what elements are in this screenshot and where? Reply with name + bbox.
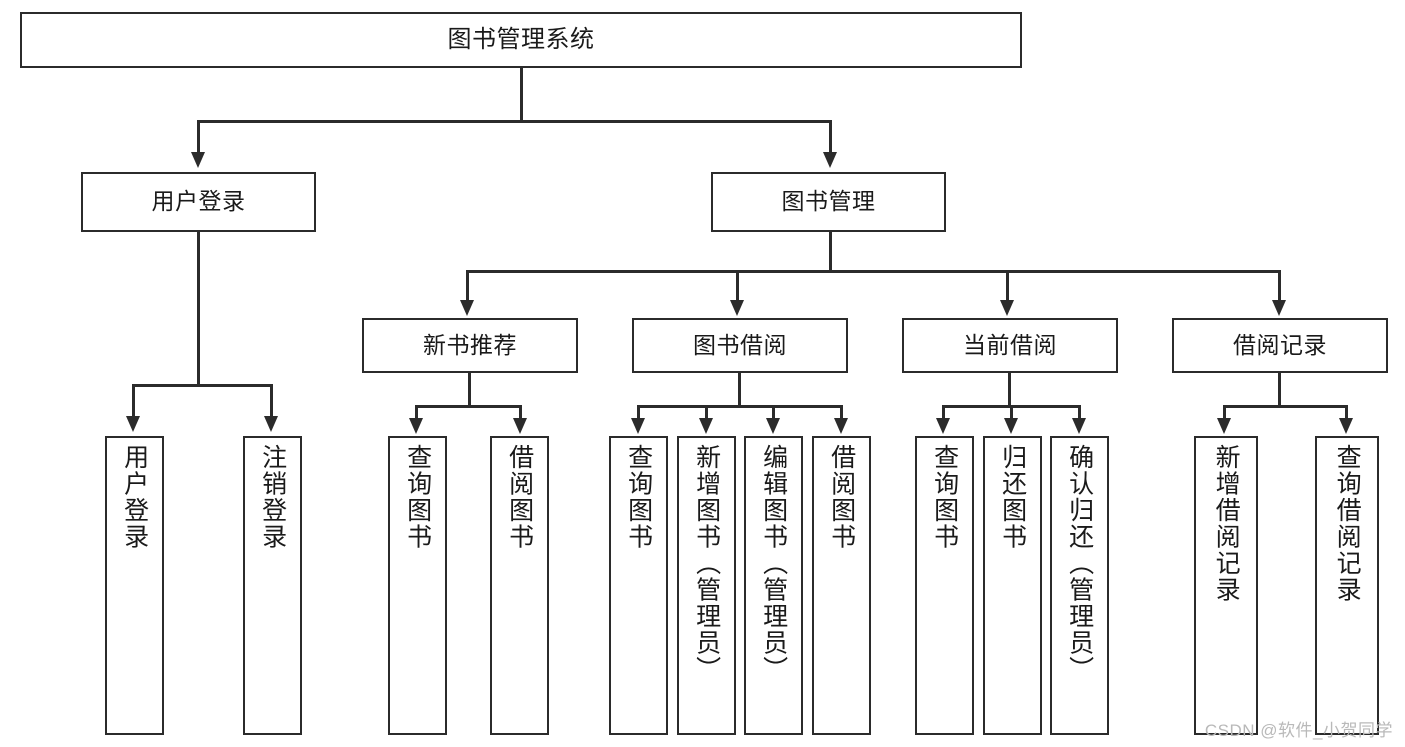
node-user-login[interactable]: 用户登录 (81, 172, 316, 232)
edge-to-leaf-borrow-book-2 (840, 405, 843, 421)
arrow-to-leaf-confirm-return (1072, 418, 1086, 434)
edge-to-leaf-query-book-1 (415, 405, 418, 421)
node-label: 用户登录 (120, 444, 149, 550)
edge-to-new-book-recommend (466, 270, 469, 302)
leaf-borrow-book-recommend[interactable]: 借阅图书 (490, 436, 549, 735)
edge-current-borrow-trunk (1008, 373, 1011, 407)
edge-root-trunk (520, 68, 523, 122)
edge-new-book-recommend-trunk (468, 373, 471, 407)
edge-to-leaf-confirm-return (1078, 405, 1081, 421)
arrow-to-leaf-add-record (1217, 418, 1231, 434)
node-label: 借阅记录 (1233, 331, 1327, 358)
node-label: 编辑图书（管理员） (759, 444, 788, 683)
leaf-query-book-recommend[interactable]: 查询图书 (388, 436, 447, 735)
node-label: 用户登录 (151, 188, 246, 215)
arrow-to-leaf-add-book (699, 418, 713, 434)
arrow-to-book-borrow (730, 300, 744, 316)
edge-to-book-management (829, 120, 832, 156)
arrow-to-leaf-edit-book (766, 418, 780, 434)
node-label: 当前借阅 (963, 331, 1057, 358)
node-label: 确认归还（管理员） (1065, 444, 1094, 683)
edge-book-borrow-trunk (738, 373, 741, 407)
arrow-to-leaf-query-book-1 (409, 418, 423, 434)
node-label: 新增借阅记录 (1212, 444, 1241, 603)
arrow-to-book-management (823, 152, 837, 168)
leaf-user-login[interactable]: 用户登录 (105, 436, 164, 735)
edge-to-leaf-user-logout (270, 384, 273, 418)
edge-to-user-login (197, 120, 200, 156)
edge-user-login-trunk (197, 232, 200, 386)
node-label: 新书推荐 (423, 331, 517, 358)
arrow-to-leaf-borrow-book-2 (834, 418, 848, 434)
edge-to-current-borrow (1006, 270, 1009, 302)
arrow-to-leaf-borrow-book-1 (513, 418, 527, 434)
arrow-to-leaf-return-book (1004, 418, 1018, 434)
node-label: 查询借阅记录 (1333, 444, 1362, 603)
leaf-query-book-current[interactable]: 查询图书 (915, 436, 974, 735)
node-root-system[interactable]: 图书管理系统 (20, 12, 1022, 68)
node-new-book-recommend[interactable]: 新书推荐 (362, 318, 578, 373)
edge-to-leaf-add-record (1223, 405, 1226, 421)
node-label: 图书管理 (781, 188, 876, 215)
edge-user-login-bus (132, 384, 272, 387)
arrow-to-leaf-query-record (1339, 418, 1353, 434)
node-label: 新增图书（管理员） (692, 444, 721, 683)
arrow-to-leaf-user-login (126, 416, 140, 432)
csdn-watermark: CSDN @软件_小贺同学 (1204, 721, 1393, 740)
node-current-borrow[interactable]: 当前借阅 (902, 318, 1118, 373)
edge-to-leaf-user-login (132, 384, 135, 418)
arrow-to-new-book-recommend (460, 300, 474, 316)
node-label: 查询图书 (403, 444, 432, 550)
edge-to-book-borrow (736, 270, 739, 302)
arrow-to-leaf-query-book-3 (936, 418, 950, 434)
leaf-edit-book[interactable]: 编辑图书（管理员） (744, 436, 803, 735)
leaf-user-logout[interactable]: 注销登录 (243, 436, 302, 735)
leaf-query-borrow-record[interactable]: 查询借阅记录 (1315, 436, 1379, 735)
leaf-add-book[interactable]: 新增图书（管理员） (677, 436, 736, 735)
leaf-query-book-borrow[interactable]: 查询图书 (609, 436, 668, 735)
edge-level3-bus (466, 270, 1280, 273)
node-label: 注销登录 (258, 444, 287, 550)
arrow-to-borrow-record (1272, 300, 1286, 316)
edge-to-leaf-query-record (1345, 405, 1348, 421)
edge-book-borrow-bus (637, 405, 842, 408)
node-label: 图书管理系统 (447, 25, 595, 53)
edge-to-leaf-borrow-book-1 (519, 405, 522, 421)
node-label: 查询图书 (930, 444, 959, 550)
edge-to-leaf-query-book-3 (942, 405, 945, 421)
edge-level2-bus (197, 120, 831, 123)
leaf-return-book[interactable]: 归还图书 (983, 436, 1042, 735)
edge-to-leaf-add-book (705, 405, 708, 421)
node-book-management[interactable]: 图书管理 (711, 172, 946, 232)
leaf-add-borrow-record[interactable]: 新增借阅记录 (1194, 436, 1258, 735)
arrow-to-user-login (191, 152, 205, 168)
leaf-confirm-return[interactable]: 确认归还（管理员） (1050, 436, 1109, 735)
node-label: 图书借阅 (693, 331, 787, 358)
leaf-borrow-book[interactable]: 借阅图书 (812, 436, 871, 735)
node-book-borrow[interactable]: 图书借阅 (632, 318, 848, 373)
node-label: 归还图书 (998, 444, 1027, 550)
edge-to-leaf-edit-book (772, 405, 775, 421)
node-label: 借阅图书 (505, 444, 534, 550)
edge-to-leaf-return-book (1010, 405, 1013, 421)
edge-to-leaf-query-book-2 (637, 405, 640, 421)
edge-borrow-record-bus (1223, 405, 1347, 408)
edge-to-borrow-record (1278, 270, 1281, 302)
arrow-to-leaf-user-logout (264, 416, 278, 432)
node-label: 查询图书 (624, 444, 653, 550)
edge-book-management-trunk (829, 232, 832, 272)
arrow-to-current-borrow (1000, 300, 1014, 316)
node-borrow-record[interactable]: 借阅记录 (1172, 318, 1388, 373)
node-label: 借阅图书 (827, 444, 856, 550)
arrow-to-leaf-query-book-2 (631, 418, 645, 434)
edge-borrow-record-trunk (1278, 373, 1281, 407)
edge-new-book-recommend-bus (415, 405, 521, 408)
